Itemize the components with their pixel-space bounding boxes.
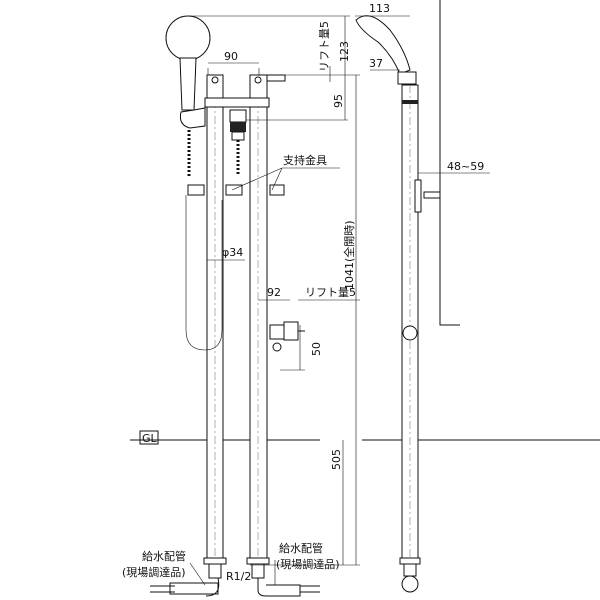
gl-label: GL [142,432,158,445]
supply-right-sub: (現場調達品) [276,557,340,571]
right-post [249,104,268,561]
supply-left-sub: (現場調達品) [122,565,186,579]
supply-right-label: 給水配管 [279,541,323,555]
dim-1041: 1041(全開時) [342,220,356,290]
dim-phi34: φ34 [222,246,243,259]
supply-left-label: 給水配管 [142,549,186,563]
dimensions: 90 123 リフト量5 95 1041(全開時) 505 113 37 48~… [190,2,490,566]
lift-mid: リフト量5 [305,286,356,299]
dim-123: 123 [338,41,351,62]
thread-label: R1/2 [226,570,251,583]
dim-90: 90 [224,50,238,63]
dim-50: 50 [310,342,323,356]
dim-113: 113 [369,2,390,15]
dim-48-59: 48~59 [447,160,484,173]
dim-92: 92 [267,286,281,299]
shower-handle [179,57,197,111]
wall-line [439,0,460,326]
side-shower-head [355,15,411,75]
support-label: 支持金具 [283,153,327,167]
dim-37: 37 [369,57,383,70]
front-view [150,15,320,597]
gl-box [139,430,159,445]
side-view [355,15,441,593]
shower-head [165,15,211,61]
lift-top: リフト量5 [318,21,331,72]
dim-95: 95 [332,94,345,108]
dim-505: 505 [330,449,343,470]
